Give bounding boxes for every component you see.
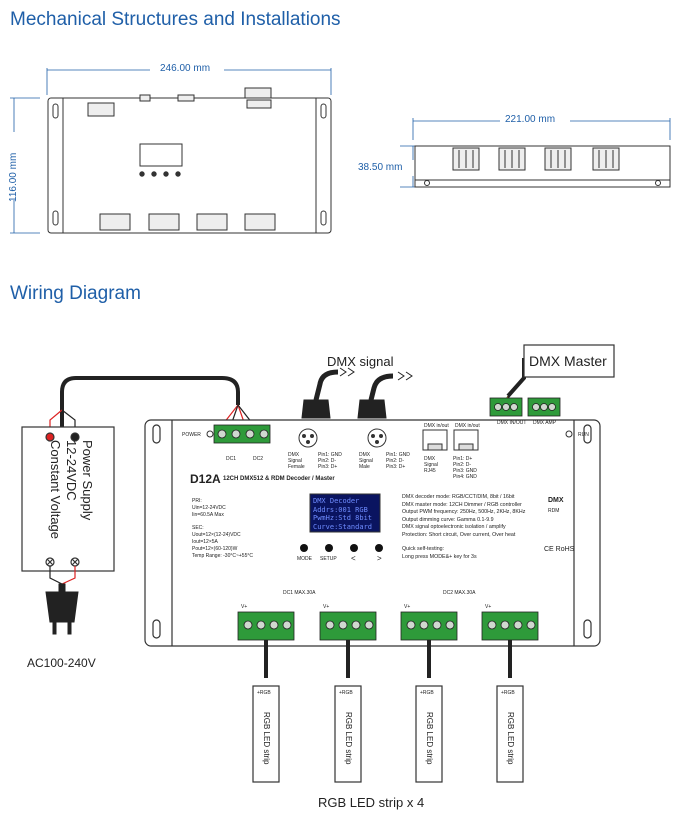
- spec-list: DMX decoder mode: RGB/CCT/DIM, 8bit / 16…: [402, 494, 525, 539]
- ac-voltage-label: AC100-240V: [27, 656, 96, 670]
- dmx-inout-label: DMX IN/OUT: [497, 420, 527, 426]
- mode-button-label[interactable]: MODE: [297, 556, 312, 562]
- rj45-ports: [422, 429, 479, 451]
- rating-iout: Iout=12×5A: [192, 539, 218, 545]
- oled-screen: [309, 493, 381, 533]
- led-strips: [252, 685, 524, 783]
- dimension-length-line: [412, 118, 671, 140]
- rdm-logo: RDM: [548, 508, 560, 514]
- oled-text: DMX Decoder Addrs:001 RGB PwmHz:Std 8bit…: [313, 497, 372, 531]
- top-view-device: [47, 87, 332, 234]
- power-input-terminal: [213, 424, 271, 444]
- spec-4: Output dimming curve: Gamma 0.1-9.9: [402, 516, 494, 523]
- strip3-connector: +RGB: [420, 690, 434, 696]
- dmx-logo: DMX: [548, 497, 564, 504]
- vplus-label-2: V+: [323, 604, 330, 610]
- rating-pout: Pout=12×(60-120)W: [192, 546, 238, 552]
- xlr-female-label: DMX Signal Female: [288, 452, 305, 470]
- spec-3: Output PWM frequency: 250Hz, 500Hz, 2KHz…: [402, 509, 526, 515]
- run-label: RUN: [578, 432, 589, 438]
- setup-button-label[interactable]: SETUP: [320, 556, 337, 562]
- self-test-line2: Long press MODE&+ key for 3s: [402, 553, 477, 560]
- oled-line4: Curve:Standard: [313, 522, 373, 531]
- device-ratings: PRI: Uin=12-24VDC Iin=60.5A Max SEC: Uou…: [192, 498, 253, 560]
- strip-footer-label: RGB LED strip x 4: [318, 795, 425, 810]
- vplus-label-4: V+: [485, 604, 492, 610]
- rating-uout: Uout=12×(12-24)VDC: [192, 532, 241, 538]
- power-supply-line3: Constant Voltage: [48, 440, 63, 540]
- mechanical-title: Mechanical Structures and Installations: [10, 9, 341, 30]
- dc2-small-label: DC2: [253, 456, 264, 462]
- oled-line1: DMX Decoder: [313, 497, 360, 505]
- right-button-label[interactable]: >: [377, 554, 382, 563]
- left-button-label[interactable]: <: [351, 554, 356, 563]
- rj45-label: DMX Signal RJ45: [424, 456, 438, 474]
- rating-iin: Iin=60.5A Max: [192, 512, 224, 518]
- strip2-label: RGB LED strip: [344, 712, 353, 765]
- decoder-body: [144, 419, 601, 647]
- spec-6: Protection: Short circuit, Over current,…: [402, 531, 516, 538]
- strip3-label: RGB LED strip: [425, 712, 434, 765]
- vplus-label-3: V+: [404, 604, 411, 610]
- xlr-female-icon: [298, 428, 318, 448]
- dmx-master-label: DMX Master: [529, 353, 607, 369]
- dc2-label: DC2 MAX.30A: [443, 590, 476, 596]
- ac-plug: [45, 566, 79, 635]
- control-buttons: [300, 544, 383, 552]
- xlr-male-icon: [367, 428, 387, 448]
- self-test-note: Quick self-testing: Long press MODE&+ ke…: [402, 546, 477, 561]
- power-supply-line1: Power Supply: [80, 440, 95, 521]
- rj45-in-label: DMX in/out: [424, 423, 449, 429]
- dmx-master-box: [523, 344, 615, 378]
- dmx-signal-label: DMX signal: [327, 354, 394, 369]
- vplus-label-1: V+: [241, 604, 248, 610]
- power-supply-line2: 12-24VDC: [64, 440, 79, 501]
- rating-uin: Uin=12-24VDC: [192, 505, 226, 511]
- side-view-device: [414, 145, 671, 188]
- strip4-label: RGB LED strip: [506, 712, 515, 765]
- dimension-depth-label: 38.50 mm: [358, 162, 403, 173]
- device-subtitle: 12CH DMX512 & RDM Decoder / Master: [223, 476, 335, 482]
- dmx-inout-terminal: [489, 397, 561, 417]
- strip1-connector: +RGB: [257, 690, 271, 696]
- strip4-connector: +RGB: [501, 690, 515, 696]
- dimension-height-line: [10, 97, 40, 234]
- led-strip-cables: [264, 640, 512, 678]
- power-label: POWER: [182, 432, 201, 438]
- wiring-title: Wiring Diagram: [10, 283, 141, 304]
- dc1-label: DC1 MAX.30A: [283, 590, 316, 596]
- strip2-connector: +RGB: [339, 690, 353, 696]
- dmx-amp-label: DMX AMP: [533, 420, 557, 426]
- strip1-label: RGB LED strip: [262, 712, 271, 765]
- dimension-height-label: 116.00 mm: [8, 152, 19, 202]
- power-supply-label: Power Supply 12-24VDC Constant Voltage: [47, 440, 95, 560]
- spec-2: DMX master mode: 12CH Dimmer / RGB contr…: [402, 501, 522, 508]
- rj45-pins: Pin1: D+ Pin2: D- Pin3: GND Pin4: GND: [453, 456, 477, 480]
- self-test-line1: Quick self-testing:: [402, 546, 445, 552]
- spec-1: DMX decoder mode: RGB/CCT/DIM, 8bit / 16…: [402, 494, 515, 500]
- rating-temp: Temp Range: -30°C~+55°C: [192, 553, 253, 559]
- xlr-male-pins: Pin1: GND Pin2: D- Pin3: D+: [386, 452, 410, 470]
- power-led: [206, 430, 214, 438]
- spec-5: DMX signal optoelectronic isolation / am…: [402, 524, 506, 530]
- xlr-female-pins: Pin1: GND Pin2: D- Pin3: D+: [318, 452, 342, 470]
- rj45-out-label: DMX in/out: [455, 423, 480, 429]
- psu-output-cable: [60, 376, 240, 427]
- dimension-length-label: 221.00 mm: [505, 114, 556, 125]
- run-led: [565, 430, 573, 438]
- dmx-cable-female: [301, 367, 355, 419]
- rating-sec: SEC:: [192, 525, 204, 531]
- rating-pri: PRI:: [192, 498, 202, 504]
- dimension-width-label: 246.00 mm: [160, 63, 211, 74]
- oled-line3: PwmHz:Std 8bit: [313, 514, 373, 522]
- device-model: D12A: [190, 472, 221, 486]
- oled-line2: Addrs:001 RGB: [313, 505, 368, 514]
- dmx-cable-male: [357, 371, 413, 419]
- xlr-male-label: DMX Signal Male: [359, 452, 373, 470]
- power-supply-box: [21, 426, 115, 572]
- dimension-width-line: [46, 68, 332, 95]
- dc1-small-label: DC1: [226, 456, 237, 462]
- cert-marks: CE RoHS: [544, 546, 575, 553]
